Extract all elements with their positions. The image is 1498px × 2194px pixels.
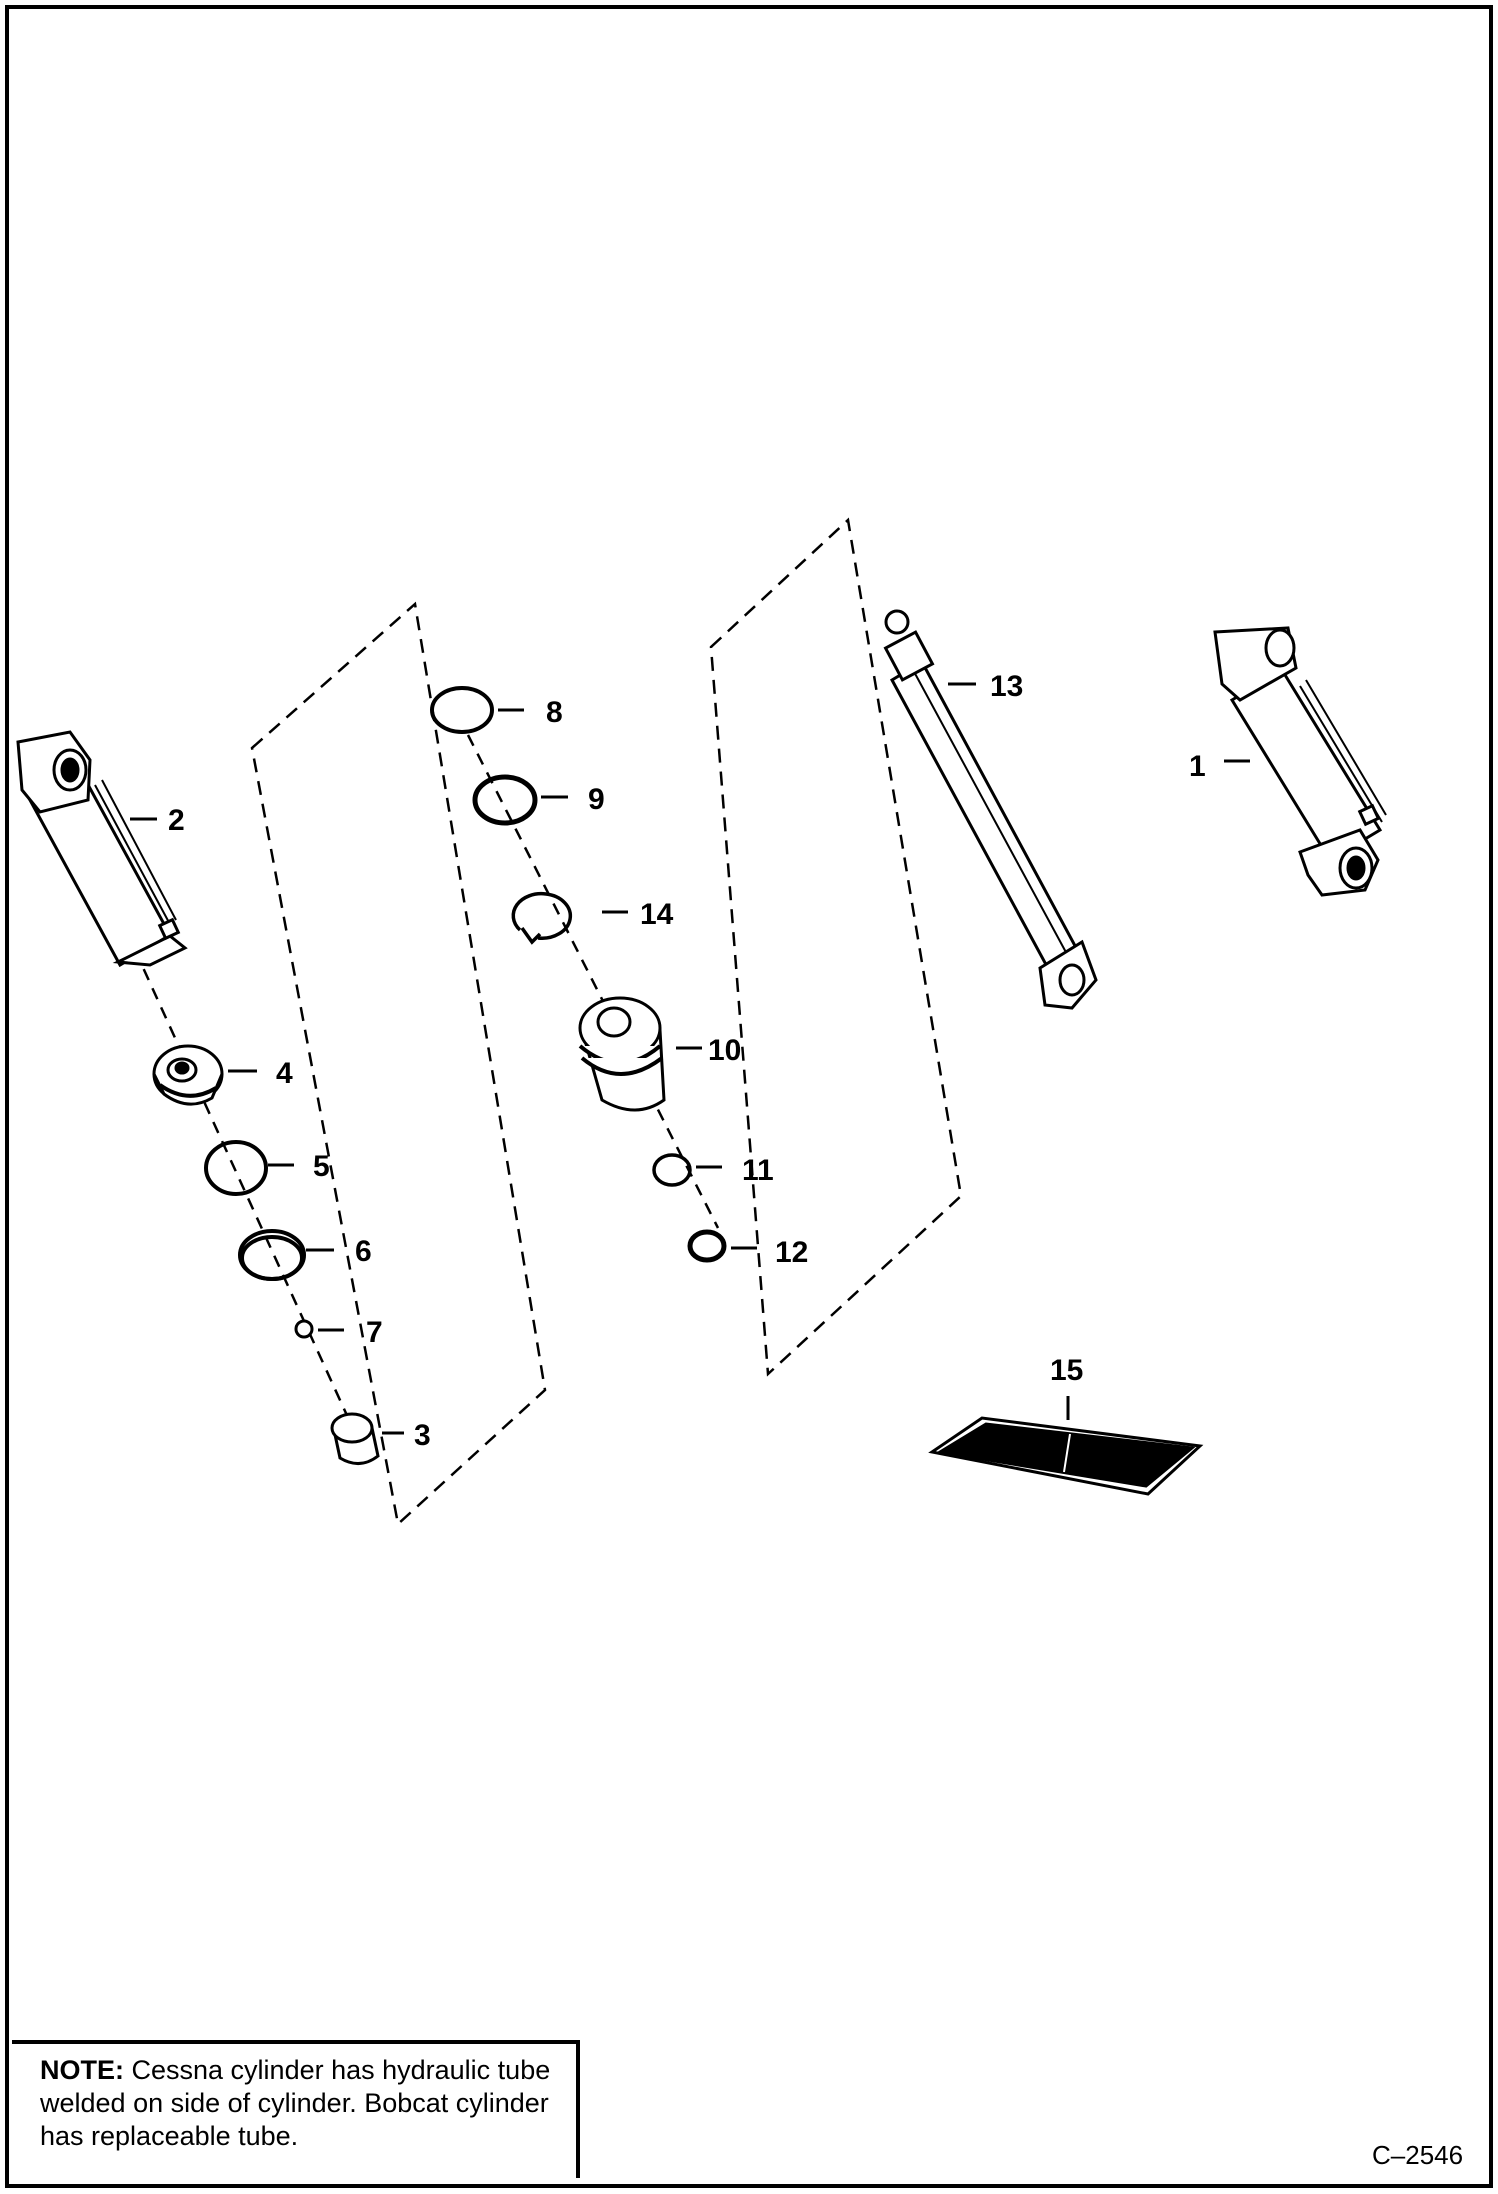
callout-6: 6 xyxy=(355,1235,372,1268)
page-frame xyxy=(5,5,1493,2188)
callout-1: 1 xyxy=(1189,750,1206,783)
figure-reference: C–2546 xyxy=(1372,2140,1463,2170)
callout-9: 9 xyxy=(588,783,605,816)
seal-ring-5-icon xyxy=(204,1140,268,1196)
assembly-centerline-right xyxy=(466,734,720,1229)
callout-5: 5 xyxy=(313,1150,330,1183)
callout-14: 14 xyxy=(640,898,674,931)
cylinder-barrel-cessna-icon xyxy=(16,730,188,968)
assembly-centerline-left xyxy=(133,949,367,1456)
leader-lines xyxy=(130,682,1250,1435)
callout-12: 12 xyxy=(775,1236,808,1269)
rod-group-outline xyxy=(709,517,963,1377)
callout-11: 11 xyxy=(742,1154,774,1187)
callout-3: 3 xyxy=(414,1419,431,1452)
gland-10-icon xyxy=(578,996,666,1112)
callout-4: 4 xyxy=(276,1057,293,1090)
callout-8: 8 xyxy=(546,696,563,729)
wear-ring-6-icon xyxy=(238,1229,306,1281)
piston-rod-icon xyxy=(883,609,1098,1010)
snap-ring-14-icon xyxy=(511,891,572,945)
o-ring-11-icon xyxy=(652,1153,692,1187)
note-label: NOTE: xyxy=(40,2055,124,2085)
note-text: Cessna cylinder has hydraulic tube welde… xyxy=(40,2055,551,2151)
seal-kit-group-outline xyxy=(250,601,547,1527)
cylinder-barrel-bobcat-icon xyxy=(1213,626,1387,897)
note-box: NOTE: Cessna cylinder has hydraulic tube… xyxy=(12,2040,580,2178)
decal-15-icon xyxy=(928,1416,1204,1496)
callout-13: 13 xyxy=(990,670,1023,703)
o-ring-7-icon xyxy=(294,1319,314,1339)
piston-icon xyxy=(152,1044,224,1106)
o-ring-8-icon xyxy=(430,686,494,734)
callout-15: 15 xyxy=(1050,1354,1083,1387)
backup-ring-9-icon xyxy=(472,774,538,826)
callout-10: 10 xyxy=(708,1034,741,1067)
wiper-12-icon xyxy=(687,1229,727,1263)
callout-2: 2 xyxy=(168,804,185,837)
spacer-3-icon xyxy=(330,1412,380,1465)
callout-7: 7 xyxy=(366,1316,383,1349)
